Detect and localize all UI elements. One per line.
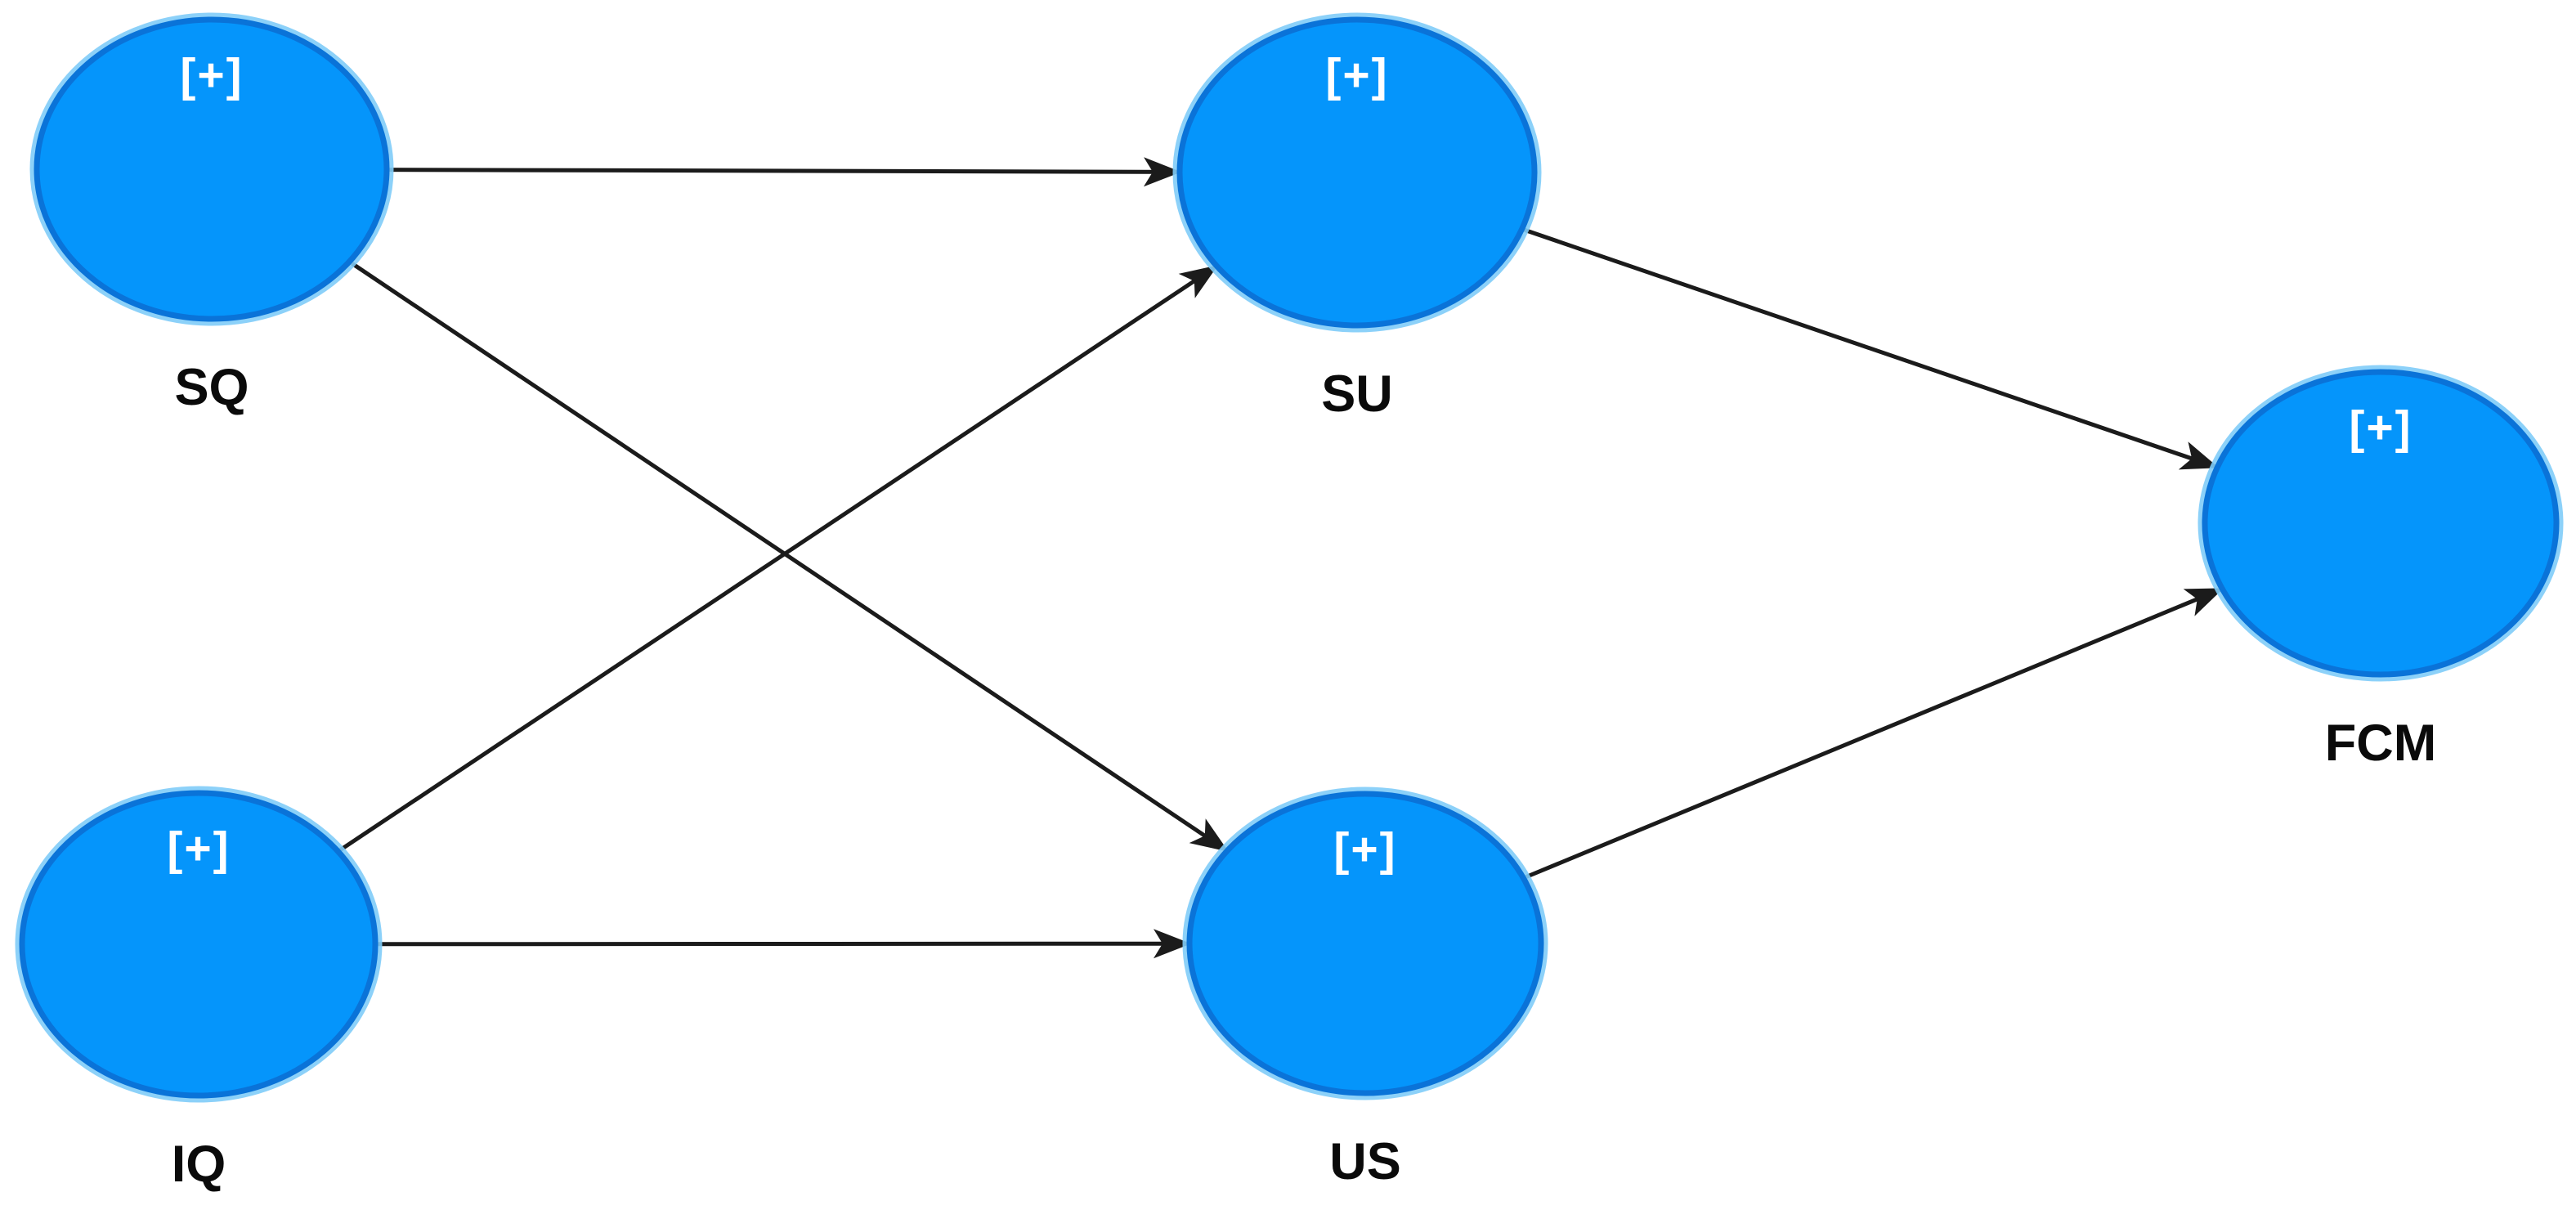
construct-su-label: SU bbox=[1321, 365, 1393, 423]
expand-indicators-icon[interactable]: [+] bbox=[1333, 823, 1396, 876]
expand-indicators-icon[interactable]: [+] bbox=[2349, 401, 2412, 454]
construct-fcm[interactable]: [+] FCM bbox=[2197, 365, 2564, 772]
construct-fcm-halo bbox=[2197, 365, 2564, 682]
path-su-fcm[interactable] bbox=[1521, 226, 2220, 470]
construct-fcm-ellipse[interactable] bbox=[2202, 369, 2560, 678]
expand-indicators-icon[interactable]: [+] bbox=[167, 822, 230, 875]
construct-sq-label: SQ bbox=[174, 359, 249, 416]
expand-indicators-icon[interactable]: [+] bbox=[180, 49, 243, 101]
construct-su-halo bbox=[1172, 12, 1542, 333]
construct-iq-ellipse[interactable] bbox=[19, 790, 379, 1099]
path-sq-us[interactable] bbox=[347, 259, 1229, 853]
construct-iq-label: IQ bbox=[172, 1136, 226, 1193]
path-us-fcm[interactable] bbox=[1522, 586, 2224, 881]
construct-sq-halo bbox=[29, 12, 394, 326]
construct-us-halo bbox=[1182, 786, 1548, 1100]
path-iq-su[interactable] bbox=[337, 264, 1218, 854]
path-sq-su[interactable] bbox=[386, 157, 1181, 187]
construct-us-label: US bbox=[1329, 1133, 1401, 1190]
construct-sq-ellipse[interactable] bbox=[34, 16, 390, 322]
construct-fcm-label: FCM bbox=[2325, 715, 2436, 772]
path-iq-us[interactable] bbox=[374, 929, 1191, 959]
construct-us[interactable]: [+] US bbox=[1182, 786, 1548, 1190]
construct-su-ellipse[interactable] bbox=[1176, 16, 1538, 329]
construct-us-ellipse[interactable] bbox=[1186, 791, 1544, 1096]
construct-iq-halo bbox=[15, 786, 383, 1103]
construct-sq[interactable]: [+] SQ bbox=[29, 12, 394, 416]
expand-indicators-icon[interactable]: [+] bbox=[1325, 49, 1388, 101]
construct-su[interactable]: [+] SU bbox=[1172, 12, 1542, 423]
construct-iq[interactable]: [+] IQ bbox=[15, 786, 383, 1193]
paths-layer bbox=[337, 157, 2224, 959]
